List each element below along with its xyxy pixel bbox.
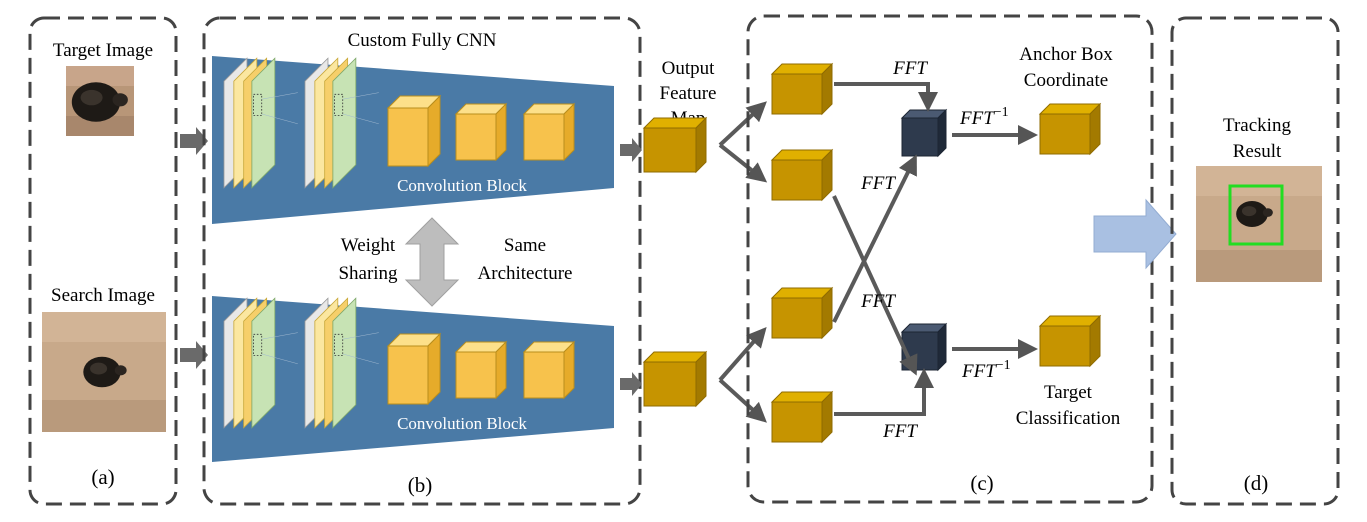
anchor-box-line1: Anchor Box xyxy=(1019,44,1113,65)
panel-b-border xyxy=(202,16,642,506)
fft-label-2: FFT xyxy=(860,173,896,194)
output-feature-map-line1: Output xyxy=(662,58,716,79)
branch-cube-4 xyxy=(771,391,833,443)
search-image-label: Search Image xyxy=(51,285,155,306)
weight-sharing-line1: Weight xyxy=(341,235,396,256)
caption-b: (b) xyxy=(408,473,433,497)
fft-label-3: FFT xyxy=(860,291,896,312)
ifft-label-bottom: FFT−1 xyxy=(961,358,1011,382)
feature-map-top xyxy=(643,117,707,173)
caption-a: (a) xyxy=(91,465,114,489)
result-arrow-icon xyxy=(1093,198,1177,270)
cnn-title: Custom Fully CNN xyxy=(348,30,497,51)
target-image xyxy=(66,66,134,136)
same-architecture-line2: Architecture xyxy=(478,263,573,284)
arrow-a-to-b-top xyxy=(180,127,208,155)
feature-map-bottom xyxy=(643,351,707,407)
double-arrow-icon xyxy=(404,217,460,307)
panel-d-border xyxy=(1170,16,1340,506)
caption-c: (c) xyxy=(970,471,993,495)
conv-block-label-top: Convolution Block xyxy=(397,176,527,195)
xcorr-bottom xyxy=(901,323,947,371)
same-architecture-line1: Same xyxy=(504,235,546,256)
panel-a: Target Image Search Image (a) xyxy=(28,16,178,506)
cnn-bottom: Convolution Block xyxy=(212,296,614,462)
arrow-b-to-map-top xyxy=(620,138,642,162)
target-class-cube xyxy=(1039,315,1101,367)
caption-d: (d) xyxy=(1244,471,1269,495)
panel-a-border xyxy=(28,16,178,506)
output-feature-map-line2: Feature xyxy=(660,83,717,104)
branch-cube-1 xyxy=(771,63,833,115)
fft-label-4: FFT xyxy=(882,421,918,442)
panel-c: FFT FFT FFT FFT FFT−1 FFT−1 Anchor Box C… xyxy=(746,14,1154,504)
fft-arrows xyxy=(832,82,1038,416)
arrow-b-to-map-bottom xyxy=(620,372,642,396)
bounding-box xyxy=(1228,184,1284,246)
target-class-line1: Target xyxy=(1044,382,1093,403)
ifft-label-top: FFT−1 xyxy=(959,105,1009,129)
arrow-a-to-b-bottom xyxy=(180,341,208,369)
cnn-top: Convolution Block xyxy=(212,56,614,224)
weight-sharing-line2: Sharing xyxy=(338,263,398,284)
tracking-result-line1: Tracking xyxy=(1223,115,1291,136)
panel-b: Custom Fully CNN Convolution Block Weigh… xyxy=(202,16,642,506)
anchor-box-line2: Coordinate xyxy=(1024,70,1108,91)
target-class-line2: Classification xyxy=(1016,408,1121,429)
anchor-box-cube xyxy=(1039,103,1101,155)
target-image-label: Target Image xyxy=(53,40,153,61)
panel-d: Tracking Result (d) xyxy=(1170,16,1340,506)
fft-label-1: FFT xyxy=(892,58,928,79)
branch-arrows xyxy=(718,101,768,423)
branch-cube-3 xyxy=(771,287,833,339)
panel-c-border xyxy=(746,14,1154,504)
conv-block-label-bottom: Convolution Block xyxy=(397,414,527,433)
branch-cube-2 xyxy=(771,149,833,201)
tracking-result-image xyxy=(1196,166,1322,282)
search-image xyxy=(42,312,166,432)
tracking-result-line2: Result xyxy=(1233,141,1282,162)
xcorr-top xyxy=(901,109,947,157)
